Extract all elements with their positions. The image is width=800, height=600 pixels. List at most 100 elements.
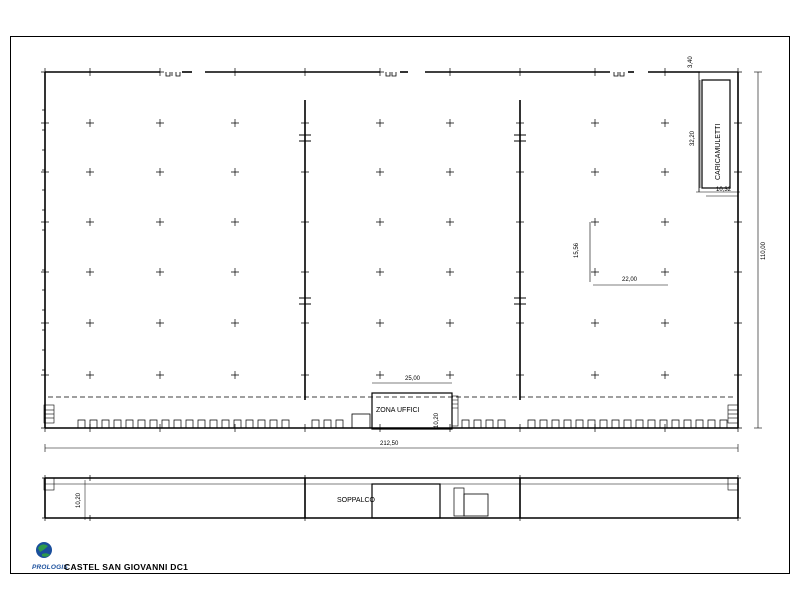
column-marker [87,475,93,481]
soppalco-label: SOPPALCO [337,497,376,504]
dock-door [719,419,728,428]
dock-door [635,419,644,428]
dim-10-20-offices: 10,20 [434,412,440,428]
dim-32-20: 32,20 [690,130,696,146]
column-marker [301,371,309,379]
column-marker [446,119,454,127]
column-marker [376,218,384,226]
column-marker [446,371,454,379]
dock-door [551,419,560,428]
column-marker [516,319,524,327]
carica-muletti-label: CARICAMULETTI [715,124,722,180]
column-marker [301,424,309,432]
column-marker [41,68,49,76]
column-marker [231,68,239,76]
column-marker [517,515,523,521]
dock-door [281,419,290,428]
column-marker [86,119,94,127]
dock-door [695,419,704,428]
column-marker [661,168,669,176]
dock-door [149,419,158,428]
prologis-logo-icon [36,542,52,558]
column-marker [591,119,599,127]
dock-door [599,419,608,428]
dock-door [209,419,218,428]
carica-muletti-area [696,72,740,197]
column-marker [591,168,599,176]
dock-door [335,419,344,428]
dock-door [197,419,206,428]
dim-110-00: 110,00 [761,241,767,260]
dock-door [89,419,98,428]
column-marker [517,475,523,481]
dock-door [659,419,668,428]
column-marker [41,319,49,327]
column-marker [231,424,239,432]
column-marker [516,218,524,226]
column-marker [86,218,94,226]
column-marker [86,168,94,176]
dock-door [587,419,596,428]
column-marker [734,168,742,176]
column-marker [86,319,94,327]
column-marker [734,218,742,226]
column-marker [87,515,93,521]
column-marker [41,268,49,276]
loading-docks [77,419,728,428]
column-marker [231,319,239,327]
column-marker [41,218,49,226]
column-marker [516,424,524,432]
column-marker [231,168,239,176]
dim-212-50: 212,50 [380,441,399,447]
column-marker [591,268,599,276]
column-marker [231,119,239,127]
dock-door [611,419,620,428]
column-marker [516,268,524,276]
column-marker [42,515,48,521]
column-marker [661,68,669,76]
column-marker [41,371,49,379]
column-marker [376,168,384,176]
column-marker [156,371,164,379]
dock-door [527,419,536,428]
column-marker [735,515,741,521]
dock-door [623,419,632,428]
column-marker [661,371,669,379]
dock-door [233,419,242,428]
column-marker [231,218,239,226]
site-title: CASTEL SAN GIOVANNI DC1 [64,562,189,572]
dock-door [461,419,470,428]
dock-door [113,419,122,428]
dock-door [269,419,278,428]
column-marker [302,515,308,521]
column-marker [42,475,48,481]
column-marker [301,268,309,276]
dock-door [575,419,584,428]
column-marker [734,68,742,76]
dock-door [473,419,482,428]
dim-25-00: 25,00 [405,376,421,382]
column-marker [301,68,309,76]
column-marker [591,319,599,327]
drawing-frame [10,36,790,574]
column-marker [156,168,164,176]
dim-3-40: 3,40 [688,56,694,68]
dock-door [485,419,494,428]
dimension-lines [44,71,762,452]
column-marker [376,424,384,432]
column-marker [86,68,94,76]
dock-door [257,419,266,428]
column-marker [591,218,599,226]
dock-door [221,419,230,428]
dock-door [671,419,680,428]
dock-door [497,419,506,428]
mezzanine-columns [42,475,741,521]
dock-door [101,419,110,428]
column-marker [516,68,524,76]
mezzanine-outline [43,477,739,520]
zona-uffici-area [351,392,459,430]
column-marker [735,475,741,481]
column-marker [86,268,94,276]
column-marker [156,218,164,226]
